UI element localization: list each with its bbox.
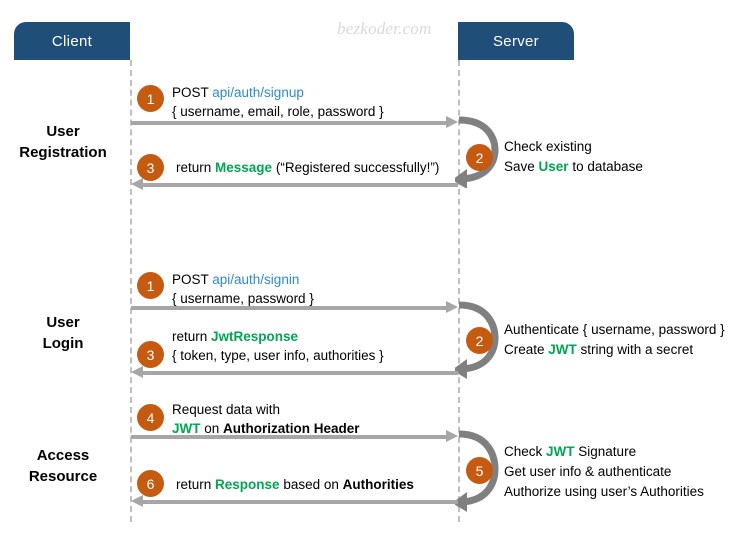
resource-request-mid: on (200, 421, 224, 437)
lifeline-client (130, 60, 132, 522)
signup-response-suffix: (“Registered successfully!”) (272, 160, 440, 175)
registration-note-suffix: to database (568, 158, 643, 174)
server-loop-registration (455, 116, 499, 188)
resource-note-line2: Get user info & authenticate (504, 463, 672, 479)
signin-request-url: api/auth/signin (212, 272, 300, 287)
arrow-signin-response (131, 366, 458, 378)
note-text-registration: Check existing Save User to database (504, 137, 643, 177)
signup-response-keyword: Message (215, 160, 273, 175)
arrow-head (446, 430, 458, 442)
arrow-resource-request (131, 430, 458, 442)
step-badge-6-resource-response: 6 (137, 470, 164, 497)
login-note-suffix: string with a secret (576, 341, 694, 357)
server-loop-resource (455, 430, 499, 512)
note-text-resource: Check JWT Signature Get user info & auth… (504, 442, 704, 502)
message-text-resource-request: Request data with JWT on Authorization H… (172, 400, 360, 438)
section-label-line2: Login (42, 334, 84, 352)
arrow-resource-response (131, 495, 458, 507)
actor-client-header: Client (14, 22, 130, 60)
message-text-signin-request: POST api/auth/signin { username, passwor… (172, 270, 314, 308)
signin-response-prefix: return (172, 329, 212, 344)
step-badge-3-signup-response: 3 (137, 154, 164, 181)
resource-response-authorities-bold: Authorities (342, 477, 414, 492)
section-label-user-login: User Login (0, 313, 126, 354)
registration-note-save: Save (504, 158, 539, 174)
step-badge-1-signin: 1 (137, 272, 164, 299)
resource-request-header-bold: Authorization Header (223, 421, 360, 437)
arrow-shaft (131, 434, 447, 439)
actor-client-label: Client (51, 32, 93, 50)
section-label-user-registration: User Registration (0, 122, 126, 163)
resource-request-jwt-keyword: JWT (172, 421, 201, 437)
signup-request-url: api/auth/signup (212, 85, 304, 100)
resource-note-signature: Signature (574, 444, 637, 459)
arrow-shaft (131, 305, 447, 310)
actor-server-label: Server (493, 32, 539, 50)
message-text-signup-response: return Message (“Registered successfully… (176, 158, 439, 177)
arrow-head (446, 116, 458, 128)
resource-note-line3: Authorize using user’s Authorities (504, 483, 704, 499)
resource-request-line1: Request data with (172, 402, 281, 417)
arrow-head (131, 366, 143, 378)
signin-request-line1: POST api/auth/signin (172, 270, 314, 289)
login-note-jwt-keyword: JWT (548, 341, 577, 357)
signup-request-line2: { username, email, role, password } (172, 104, 384, 120)
arrow-signup-response (131, 178, 458, 190)
registration-note-user-keyword: User (538, 158, 569, 174)
resource-response-keyword: Response (215, 477, 280, 492)
step-badge-1-signup: 1 (137, 85, 164, 112)
resource-response-mid: based on (279, 477, 343, 492)
signin-request-method: POST (172, 272, 213, 287)
login-note-line2: Create JWT string with a secret (504, 340, 725, 360)
step-badge-5-resource: 5 (466, 457, 493, 484)
arrow-head (131, 178, 143, 190)
section-label-access-resource: Access Resource (0, 446, 126, 487)
registration-note-line2: Save User to database (504, 157, 643, 177)
arrow-shaft (131, 120, 447, 125)
signin-response-line1: return JwtResponse (172, 327, 384, 346)
registration-note-line1: Check existing (504, 139, 592, 154)
arrow-shaft (142, 370, 458, 375)
resource-request-line2: JWT on Authorization Header (172, 419, 360, 438)
arrow-signup-request (131, 116, 458, 128)
resource-response-prefix: return (176, 477, 216, 492)
section-label-line1: Access (36, 447, 90, 464)
arrow-head (446, 301, 458, 313)
step-badge-2-registration: 2 (466, 144, 493, 171)
step-badge-4-resource-request: 4 (137, 404, 164, 431)
login-note-line1: Authenticate { username, password } (504, 322, 725, 337)
message-text-signup-request: POST api/auth/signup { username, email, … (172, 83, 384, 121)
resource-note-jwt-keyword: JWT (546, 444, 575, 459)
arrow-head (131, 495, 143, 507)
server-loop-login (455, 301, 499, 379)
section-label-line1: User (46, 123, 80, 140)
actor-server-header: Server (458, 22, 574, 60)
arrow-signin-request (131, 301, 458, 313)
resource-note-line1: Check JWT Signature (504, 442, 704, 462)
arrow-shaft (142, 499, 458, 504)
section-label-line2: Registration (19, 143, 107, 161)
step-badge-3-signin-response: 3 (137, 341, 164, 368)
step-badge-2-login: 2 (466, 327, 493, 354)
signin-response-keyword: JwtResponse (211, 329, 299, 344)
signup-request-method: POST (172, 85, 213, 100)
arrow-shaft (142, 182, 458, 187)
note-text-login: Authenticate { username, password } Crea… (504, 320, 725, 360)
section-label-line2: Resource (28, 467, 98, 485)
signin-request-line2: { username, password } (172, 291, 314, 307)
signin-response-line2: { token, type, user info, authorities } (172, 348, 384, 364)
signup-response-prefix: return (176, 160, 216, 175)
lifeline-server (458, 60, 460, 522)
watermark-bezkoder: bezkoder.com (337, 19, 432, 38)
resource-note-check: Check (504, 444, 547, 459)
section-label-line1: User (46, 314, 80, 331)
signup-request-line1: POST api/auth/signup (172, 83, 384, 102)
login-note-create: Create (504, 341, 549, 357)
message-text-resource-response: return Response based on Authorities (176, 475, 414, 494)
message-text-signin-response: return JwtResponse { token, type, user i… (172, 327, 384, 365)
